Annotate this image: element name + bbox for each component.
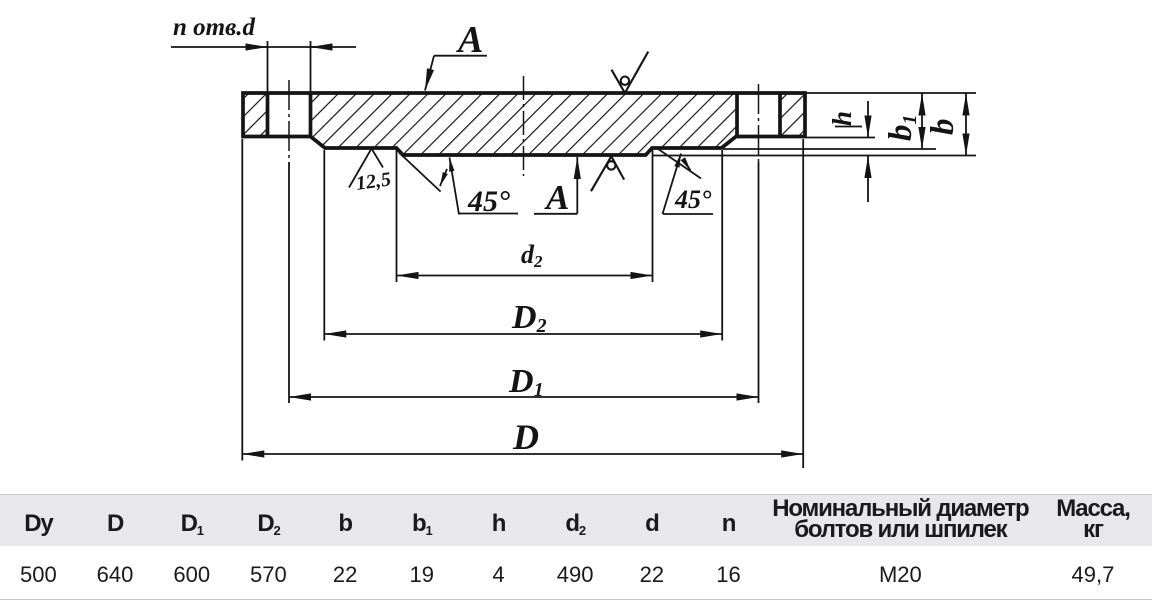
- svg-text:45°: 45°: [674, 185, 712, 214]
- svg-text:A: A: [456, 19, 483, 61]
- svg-text:D2: D2: [511, 299, 547, 337]
- svg-text:n отв.d: n отв.d: [173, 14, 256, 41]
- svg-text:D: D: [512, 417, 539, 457]
- svg-text:b: b: [925, 119, 961, 136]
- svg-text:h: h: [827, 111, 857, 126]
- svg-text:b1: b1: [883, 115, 921, 142]
- svg-text:45°: 45°: [467, 185, 510, 218]
- svg-text:12,5: 12,5: [355, 168, 393, 195]
- svg-text:d2: d2: [521, 240, 543, 271]
- svg-text:A: A: [544, 178, 569, 217]
- svg-text:D1: D1: [508, 363, 544, 401]
